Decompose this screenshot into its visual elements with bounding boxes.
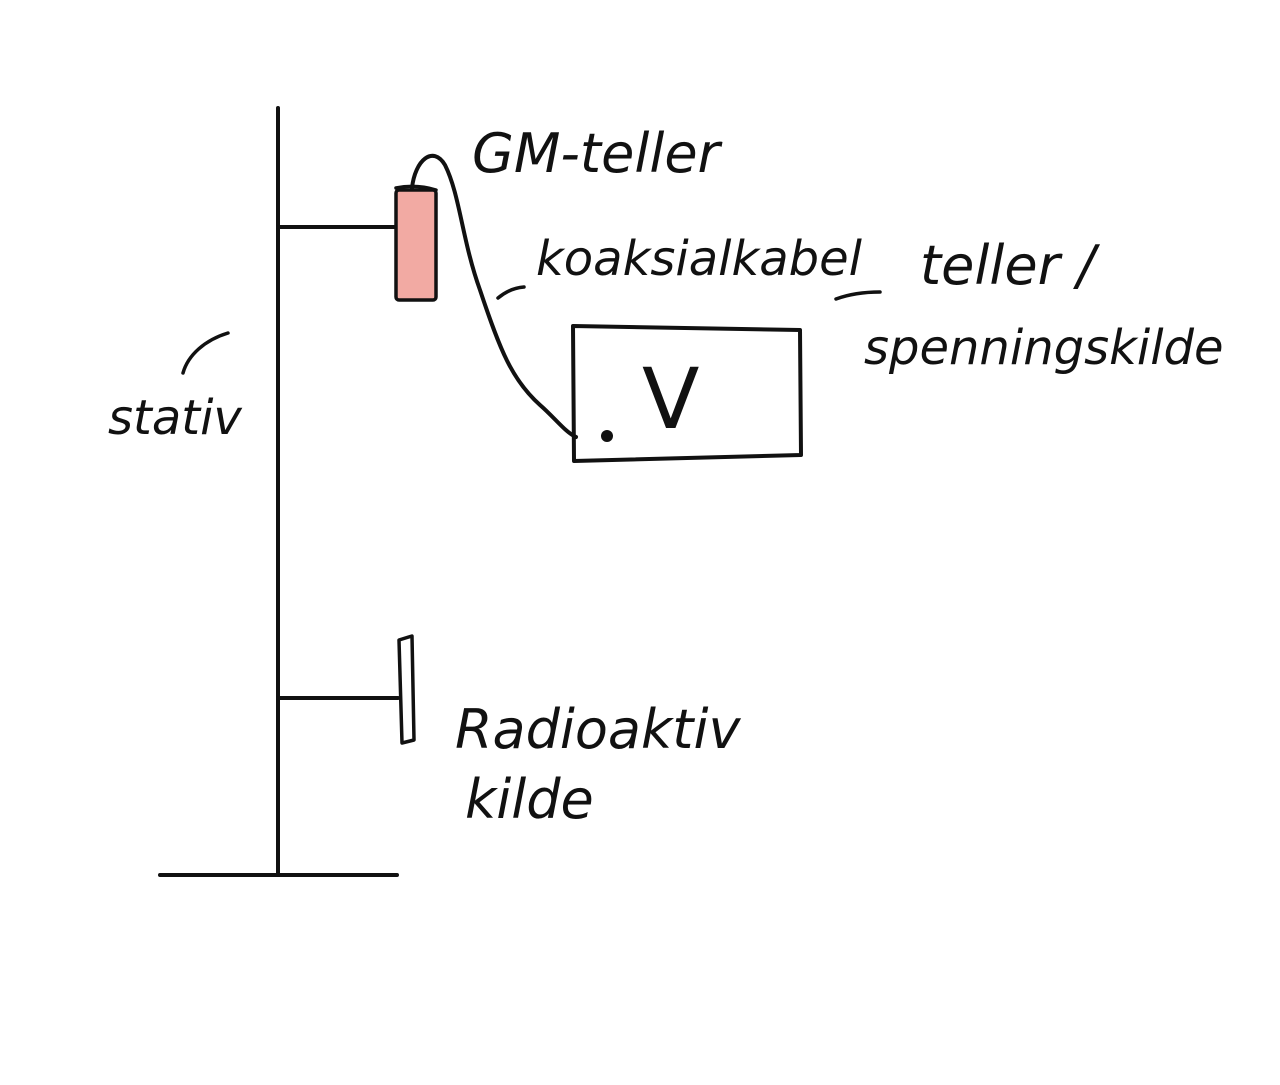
counter-box: V xyxy=(571,324,803,463)
leader-coax xyxy=(496,285,526,300)
label-stand: stativ xyxy=(108,390,242,446)
label-source-line1: Radioaktiv xyxy=(455,698,741,761)
gm-tube xyxy=(394,184,438,302)
stand xyxy=(158,106,400,877)
label-source-line2: kilde xyxy=(465,768,594,831)
leader-stand xyxy=(181,331,230,375)
voltmeter-symbol: V xyxy=(642,350,699,448)
label-counter-line1: teller / xyxy=(920,234,1101,297)
label-counter-line2: spenningskilde xyxy=(864,320,1224,376)
leader-counter xyxy=(834,290,882,301)
counter-terminal xyxy=(601,430,613,442)
coax-cable-wire xyxy=(410,153,578,439)
label-coax-cable: koaksialkabel xyxy=(536,231,863,287)
counter-box-outline xyxy=(571,324,803,463)
gm-tube-body xyxy=(394,188,438,302)
radioactive-source xyxy=(397,634,416,745)
label-gm-counter: GM-teller xyxy=(472,122,723,185)
gm-tube-top-cap xyxy=(394,184,438,192)
